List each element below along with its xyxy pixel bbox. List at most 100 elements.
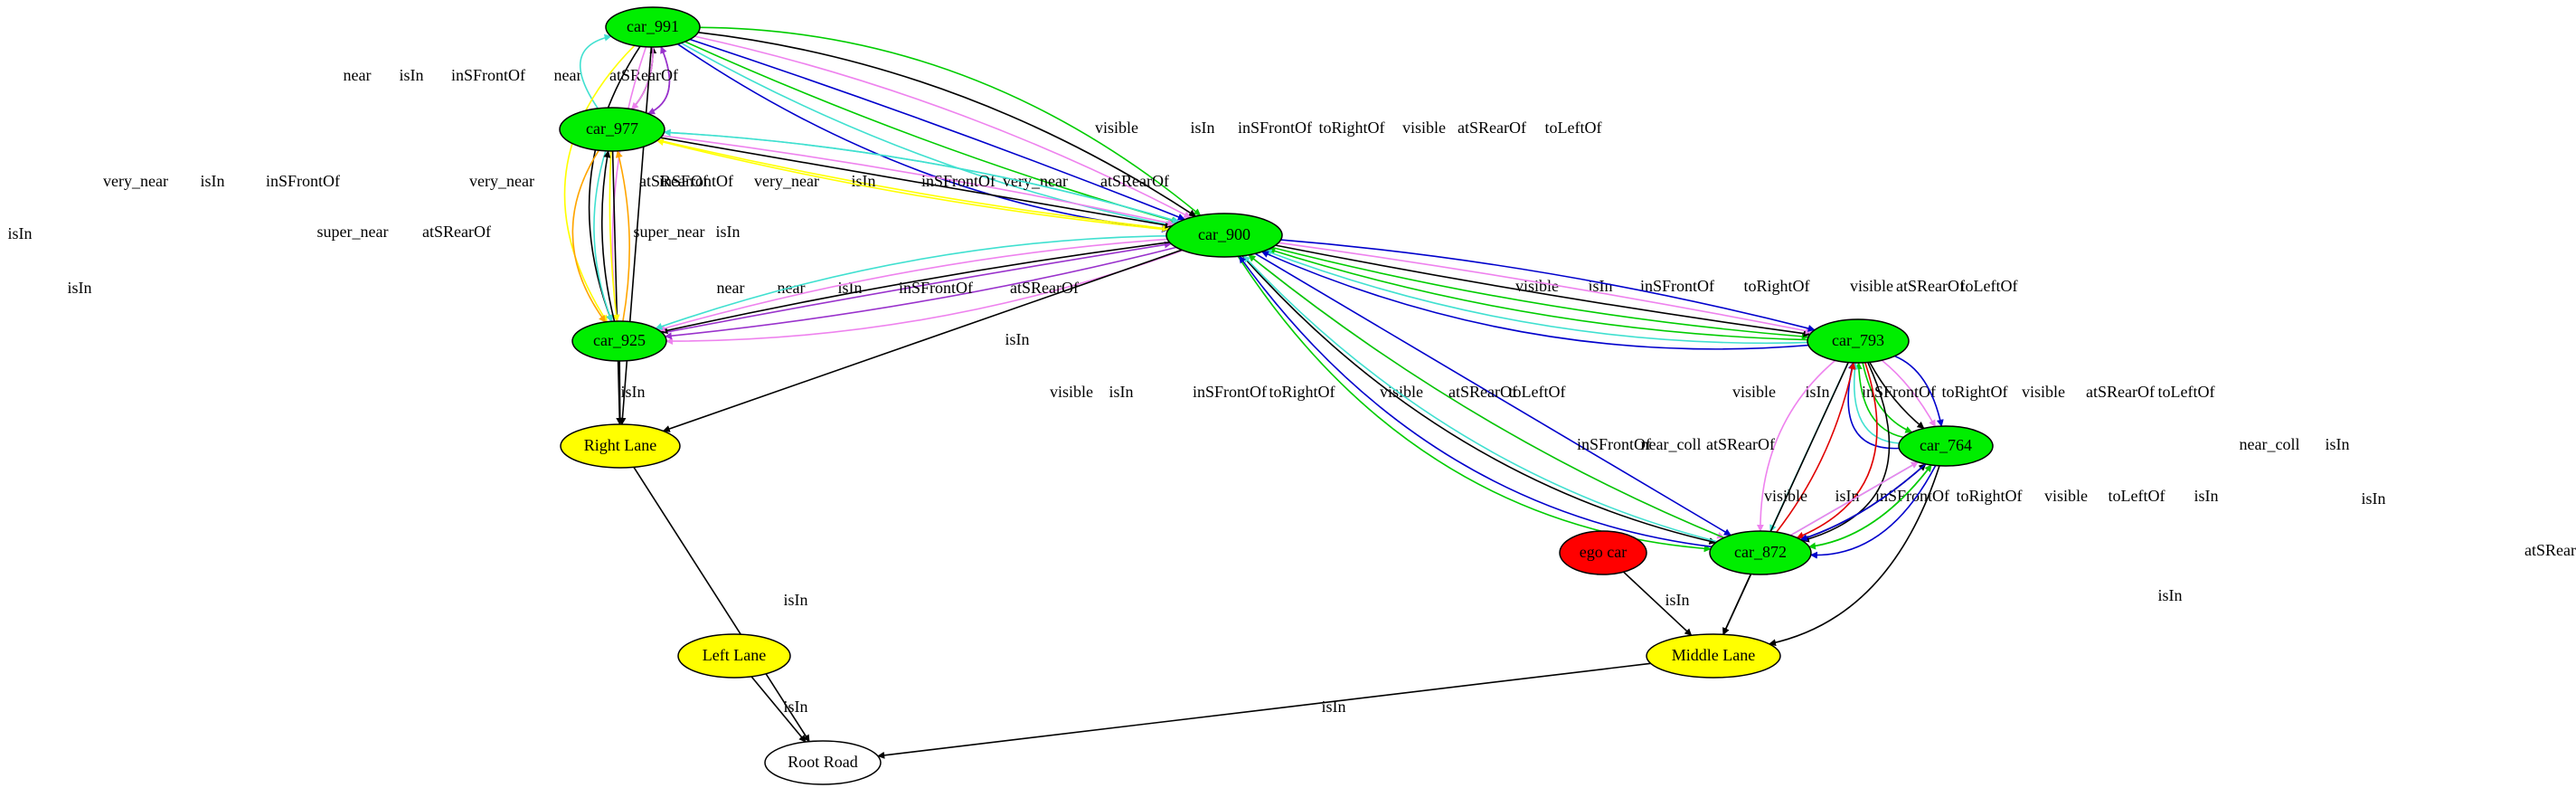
edge-label: toLeftOf <box>1509 383 1566 401</box>
node-label: car_991 <box>627 17 679 35</box>
edge-label: inSFrontOf <box>1577 435 1651 453</box>
edge-car_872-car_764-inSFrontOf <box>1790 461 1919 536</box>
edge-car_793-car_764-toRightOf <box>1894 355 1944 427</box>
edge-label: isIn <box>8 224 33 242</box>
node-label: car_925 <box>593 331 646 349</box>
edge-car_991-car_900-toLeftOf <box>677 43 1169 233</box>
edge-label: isIn <box>1191 119 1215 137</box>
edge-label: isIn <box>1109 383 1134 401</box>
edge-label: isIn <box>838 279 863 297</box>
edge-label: isIn <box>784 591 808 609</box>
edge-label: inSFrontOf <box>899 279 973 297</box>
edge-label: isIn <box>201 172 225 190</box>
edge-right_lane-root_road-isIn <box>633 466 810 743</box>
node-right-lane: Right Lane <box>560 423 681 469</box>
edge-car_900-car_977-very_near <box>656 138 1169 231</box>
edge-car_793-car_872-near_coll <box>1796 362 1878 539</box>
edge-label: visible <box>1380 383 1423 401</box>
edge-label: inSFrontOf <box>1862 383 1936 401</box>
edge-label: atSRearOf <box>1448 383 1517 401</box>
node-label: ego car <box>1580 543 1627 561</box>
node-shape <box>571 320 667 362</box>
edge-car_925-car_977-isIn <box>600 150 616 322</box>
edge-car_991-car_925-very_near <box>563 44 636 323</box>
edge-label: inSFrontOf <box>1193 383 1267 401</box>
edge-label: isIn <box>68 279 92 297</box>
edge-car_900-car_925-atSRearOf <box>655 235 1167 330</box>
edge-label: atSRearOf <box>1100 172 1169 190</box>
edge-label: toRightOf <box>1743 277 1809 295</box>
node-label: car_764 <box>1920 436 1972 454</box>
edge-label: very_near <box>754 172 819 190</box>
node-shape <box>605 6 701 48</box>
edge-car_764-car_793-atSRearOf <box>1851 362 1900 444</box>
edge-label: visible <box>1050 383 1093 401</box>
edge-car_793-car_764-inSFrontOf <box>1881 359 1937 428</box>
edge-label: inSFrontOf <box>451 66 525 84</box>
edge-label: inSFrontOf <box>1640 277 1714 295</box>
edge-car_900-car_793-visible <box>1271 246 1809 340</box>
edge-label: isIn <box>2194 487 2219 505</box>
edge-car_764-car_793-visible <box>1854 362 1904 439</box>
edge-label: isIn <box>1005 330 1030 348</box>
edge-car_991-car_900-isIn <box>698 32 1196 217</box>
edge-label: isIn <box>852 172 876 190</box>
edge-car_977-car_900-atSRearOf <box>664 131 1180 223</box>
edge-label: very_near <box>103 172 168 190</box>
edge-label: isIn <box>784 698 808 716</box>
edge-car_764-middle_lane-isIn <box>1769 465 1940 647</box>
edge-car_900-car_925-near <box>664 246 1177 340</box>
edge-car_991-car_900-toRightOf <box>689 38 1185 221</box>
edge-label: isIn <box>1835 487 1860 505</box>
edge-car_991-car_977-near <box>647 46 671 115</box>
edge-label: toRightOf <box>1269 383 1335 401</box>
node-root-road: Root Road <box>764 740 882 785</box>
node-label: car_977 <box>586 119 638 138</box>
node-shape <box>1559 530 1647 575</box>
edge-label: isIn <box>1665 591 1690 609</box>
edge-label: near <box>717 279 745 297</box>
edge-car_991-car_900-inSFrontOf <box>694 35 1192 219</box>
edge-car_977-car_900-very_near <box>657 139 1170 233</box>
edge-ego_car-middle_lane-isIn <box>1623 571 1693 636</box>
edge-label: very_near <box>1003 172 1068 190</box>
node-left-lane: Left Lane <box>677 633 791 679</box>
node-middle-lane: Middle Lane <box>1646 633 1781 679</box>
node-car-872: car_872 <box>1709 530 1812 575</box>
edge-label: near <box>344 66 372 84</box>
edge-car_900-car_793-inSFrontOf <box>1278 242 1813 335</box>
edge-car_872-middle_lane-isIn <box>1722 574 1752 636</box>
edge-left_lane-root_road-isIn <box>750 676 807 743</box>
node-car-900: car_900 <box>1165 213 1283 258</box>
edge-label: inSFrontOf <box>659 172 733 190</box>
edge-car_900-car_925-inSFrontOf <box>657 238 1168 332</box>
edge-label: isIn <box>716 223 741 241</box>
edge-label: super_near <box>317 223 389 241</box>
edge-label: atSRearOf <box>1706 435 1775 453</box>
node-shape <box>1646 633 1781 679</box>
edges-layer: near isIn inSFrontOf near atSRearOf isIn very_… <box>8 26 2576 759</box>
edge-car_977-car_900-isIn <box>660 137 1173 229</box>
edge-car_793-car_764-visible <box>1862 362 1913 433</box>
node-shape <box>677 633 791 679</box>
edge-label: toLeftOf <box>1545 119 1602 137</box>
edge-label: atSRearOf <box>1458 119 1526 137</box>
edge-car_764-car_872-visible <box>1808 464 1932 550</box>
edge-car_872-car_900-visible <box>1248 254 1724 539</box>
edge-car_793-car_764-isIn <box>1869 362 1925 430</box>
edge-label: isIn <box>621 383 646 401</box>
edge-car_793-car_900-toLeftOf <box>1260 251 1809 350</box>
edge-car_764-car_872-toRightOf <box>1799 463 1927 542</box>
edge-car_900-car_793-toRightOf <box>1280 239 1816 332</box>
node-car-764: car_764 <box>1898 425 1994 467</box>
edge-label: atSRearOf <box>1010 279 1079 297</box>
edge-car_991-car_925-isIn <box>588 45 641 323</box>
edge-label: toLeftOf <box>2158 383 2215 401</box>
node-shape <box>764 740 882 785</box>
edge-middle_lane-root_road-isIn <box>877 662 1651 759</box>
edge-label: toLeftOf <box>2109 487 2166 505</box>
edge-label: visible <box>1764 487 1807 505</box>
edge-car_872-car_793-near_coll <box>1776 362 1856 533</box>
